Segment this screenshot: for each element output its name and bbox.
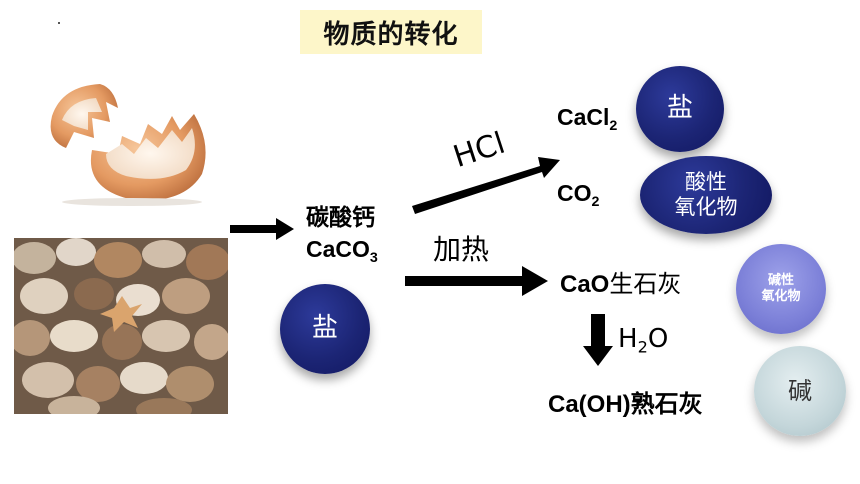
heating-label: 加热 xyxy=(433,233,490,266)
arrow-hcl xyxy=(412,157,560,214)
calcium-carbonate-name: 碳酸钙 xyxy=(306,204,375,230)
eggshell-image xyxy=(22,78,234,208)
salt-badge-calcium-chloride: 盐 xyxy=(636,66,724,152)
basic-oxide-badge: 碱性 氧化物 xyxy=(736,244,826,334)
calcium-oxide: CaO生石灰 xyxy=(560,271,682,298)
arrow-heat xyxy=(405,266,548,296)
water-label: H2O xyxy=(618,324,669,357)
eggshell-illustration xyxy=(50,84,206,206)
calcium-carbonate-formula: CaCO3 xyxy=(306,236,378,266)
base-badge: 碱 xyxy=(754,346,846,436)
stray-dot xyxy=(58,22,60,24)
arrow-to-calcium-carbonate xyxy=(230,218,294,240)
slide-title: 物质的转化 xyxy=(300,10,482,54)
seashells-illustration xyxy=(14,238,228,414)
arrow-down-water xyxy=(583,314,613,366)
carbon-dioxide-formula: CO2 xyxy=(557,180,600,210)
calcium-hydroxide: Ca(OH)熟石灰 xyxy=(548,391,703,418)
seashells-image xyxy=(14,238,228,414)
acidic-oxide-badge: 酸性 氧化物 xyxy=(640,156,772,234)
salt-badge-reactant: 盐 xyxy=(280,284,370,374)
calcium-chloride-formula: CaCl2 xyxy=(557,104,618,134)
slide-title-text: 物质的转化 xyxy=(323,19,459,50)
